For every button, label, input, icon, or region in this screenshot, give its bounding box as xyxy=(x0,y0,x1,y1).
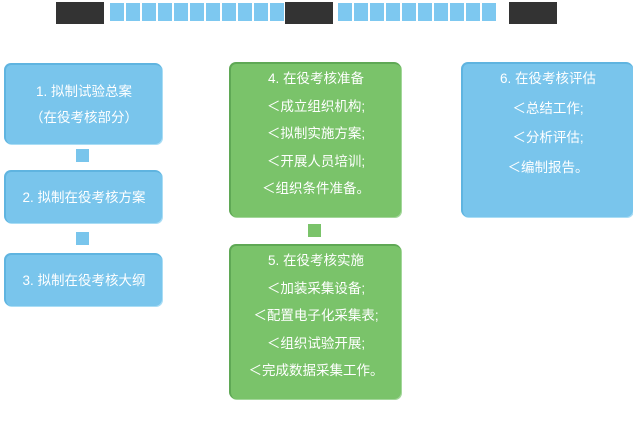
list-item: ＜编制报告。 xyxy=(507,159,589,175)
redaction-square-blue xyxy=(270,3,284,21)
list-item: ＜成立组织机构; xyxy=(266,98,366,114)
flow-step-4-items: ＜成立组织机构; ＜拟制实施方案; ＜开展人员培训; ＜组织条件准备。 xyxy=(241,98,391,196)
flow-step-6[interactable]: 6. 在役考核评估 ＜总结工作; ＜分析评估; ＜编制报告。 xyxy=(461,62,633,217)
flow-step-4[interactable]: 4. 在役考核准备 ＜成立组织机构; ＜拟制实施方案; ＜开展人员培训; ＜组织… xyxy=(229,62,401,217)
list-item: ＜总结工作; xyxy=(512,100,584,116)
list-item: ＜组织试验开展; xyxy=(266,335,366,351)
redaction-square-blue xyxy=(110,3,124,21)
redaction-square-blue xyxy=(338,3,352,21)
redacted-title-bar xyxy=(0,0,633,30)
list-item: ＜配置电子化采集表; xyxy=(253,308,379,323)
redaction-square-blue xyxy=(402,3,416,21)
redaction-block-dark-2 xyxy=(285,2,333,24)
redaction-square-blue xyxy=(450,3,464,21)
flow-step-5[interactable]: 5. 在役考核实施 ＜加装采集设备; ＜配置电子化采集表; ＜组织试验开展; ＜… xyxy=(229,244,401,399)
connector-step4-step5 xyxy=(308,224,321,237)
list-item: ＜组织条件准备。 xyxy=(262,181,370,196)
redaction-square-blue xyxy=(370,3,384,21)
list-item: ＜开展人员培训; xyxy=(266,153,366,169)
flow-step-6-items: ＜总结工作; ＜分析评估; ＜编制报告。 xyxy=(473,100,623,175)
redaction-square-blue xyxy=(354,3,368,21)
redaction-block-dark-3 xyxy=(509,2,557,24)
flow-step-5-title: 5. 在役考核实施 xyxy=(267,253,364,268)
flow-step-2[interactable]: 2. 拟制在役考核方案 xyxy=(4,170,162,223)
redaction-square-blue xyxy=(222,3,236,21)
redaction-square-blue xyxy=(158,3,172,21)
list-item: ＜完成数据采集工作。 xyxy=(248,363,384,378)
flow-step-3[interactable]: 3. 拟制在役考核大纲 xyxy=(4,253,162,306)
flow-step-3-title: 3. 拟制在役考核大纲 xyxy=(22,272,146,288)
list-item: ＜拟制实施方案; xyxy=(266,126,366,141)
redaction-square-blue xyxy=(174,3,188,21)
flow-step-5-items: ＜加装采集设备; ＜配置电子化采集表; ＜组织试验开展; ＜完成数据采集工作。 xyxy=(241,280,391,378)
list-item: ＜加装采集设备; xyxy=(266,280,366,296)
redaction-square-blue xyxy=(418,3,432,21)
redaction-square-blue xyxy=(238,3,252,21)
flow-step-1-subtitle: （在役考核部分） xyxy=(30,110,138,125)
flow-step-1[interactable]: 1. 拟制试验总案 （在役考核部分） xyxy=(4,63,162,144)
redaction-square-blue xyxy=(254,3,268,21)
redaction-block-dark-1 xyxy=(56,2,104,24)
connector-step1-step2 xyxy=(76,149,89,162)
flow-step-6-title: 6. 在役考核评估 xyxy=(499,71,596,86)
redaction-square-blue xyxy=(126,3,140,21)
redaction-square-blue xyxy=(206,3,220,21)
flow-step-1-title: 1. 拟制试验总案 xyxy=(35,83,132,99)
redaction-square-blue xyxy=(190,3,204,21)
redaction-square-blue xyxy=(434,3,448,21)
list-item: ＜分析评估; xyxy=(512,130,584,145)
redaction-square-blue xyxy=(482,3,496,21)
redaction-square-blue xyxy=(142,3,156,21)
flow-step-4-title: 4. 在役考核准备 xyxy=(267,71,364,86)
redaction-square-blue xyxy=(386,3,400,21)
redaction-square-blue xyxy=(466,3,480,21)
flow-step-2-title: 2. 拟制在役考核方案 xyxy=(22,189,146,205)
connector-step2-step3 xyxy=(76,232,89,245)
